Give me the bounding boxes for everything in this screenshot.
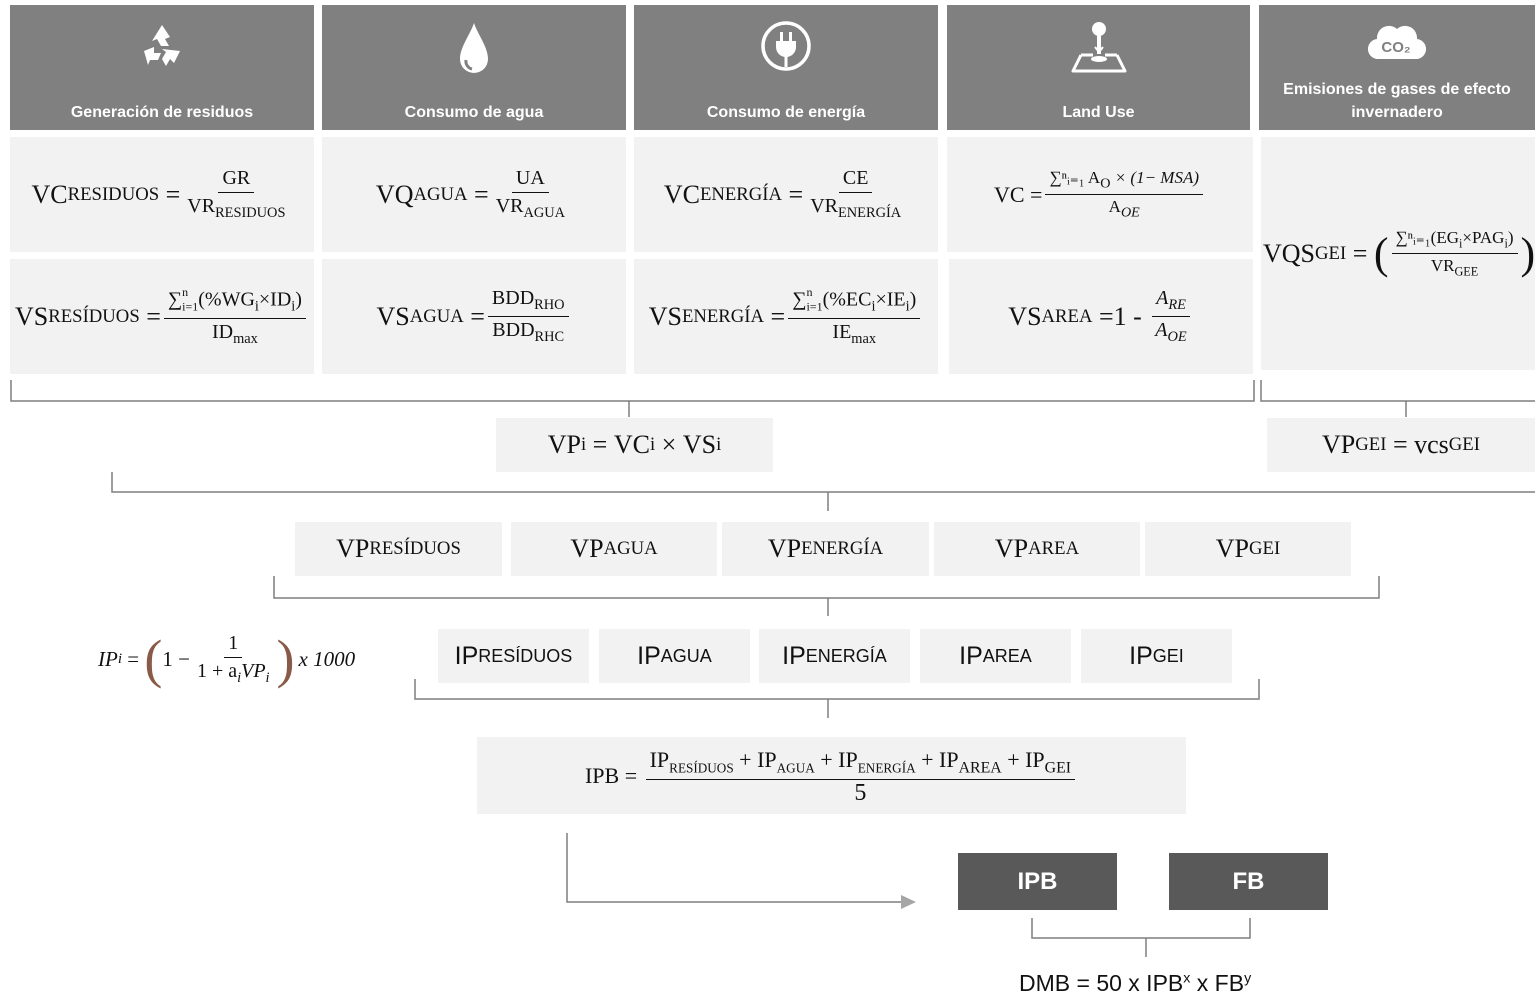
power-plug-icon [634,19,938,77]
header-label: Generación de residuos [70,104,254,121]
land-use-icon [947,19,1250,77]
arrow-head [901,895,916,909]
co2-label: CO₂ [1381,39,1410,56]
header-generacion-residuos: Generación de residuos [10,5,314,130]
dmb-formula: DMB = 50 x IPBx x FBy [1019,970,1252,996]
bracket-vp [111,472,1535,493]
arrow-line [566,833,903,903]
bracket-top-left [10,380,1255,402]
vc-land-use-formula: VC = ∑ⁿᵢ₌₁ AO × (1− MSA)AOE [947,137,1253,252]
water-drop-icon [322,19,626,77]
header-label: Land Use [1062,104,1135,121]
header-label: Consumo de agua [404,104,544,121]
recycle-icon [10,19,314,77]
header-land-use: Land Use [947,5,1250,130]
bracket-final [1031,918,1251,939]
fb-box: FB [1169,853,1328,910]
header-emisiones-gei: CO₂ Emisiones de gases de efecto inverna… [1259,5,1535,130]
co2-cloud-icon: CO₂ [1259,19,1535,77]
ipb-box: IPB [958,853,1117,910]
header-label: Consumo de energía [706,104,866,121]
header-label: Emisiones de gases de efecto invernadero [1283,81,1511,121]
bracket-gei [1260,380,1535,402]
ipb-formula: IPB = IPRESÍDUOS + IPAGUA + IPENERGÍA + … [477,737,1186,814]
header-consumo-energia: Consumo de energía [634,5,938,130]
bracket-ip-row [414,679,1260,700]
bracket-vp-row [273,576,1380,599]
header-consumo-agua: Consumo de agua [322,5,626,130]
